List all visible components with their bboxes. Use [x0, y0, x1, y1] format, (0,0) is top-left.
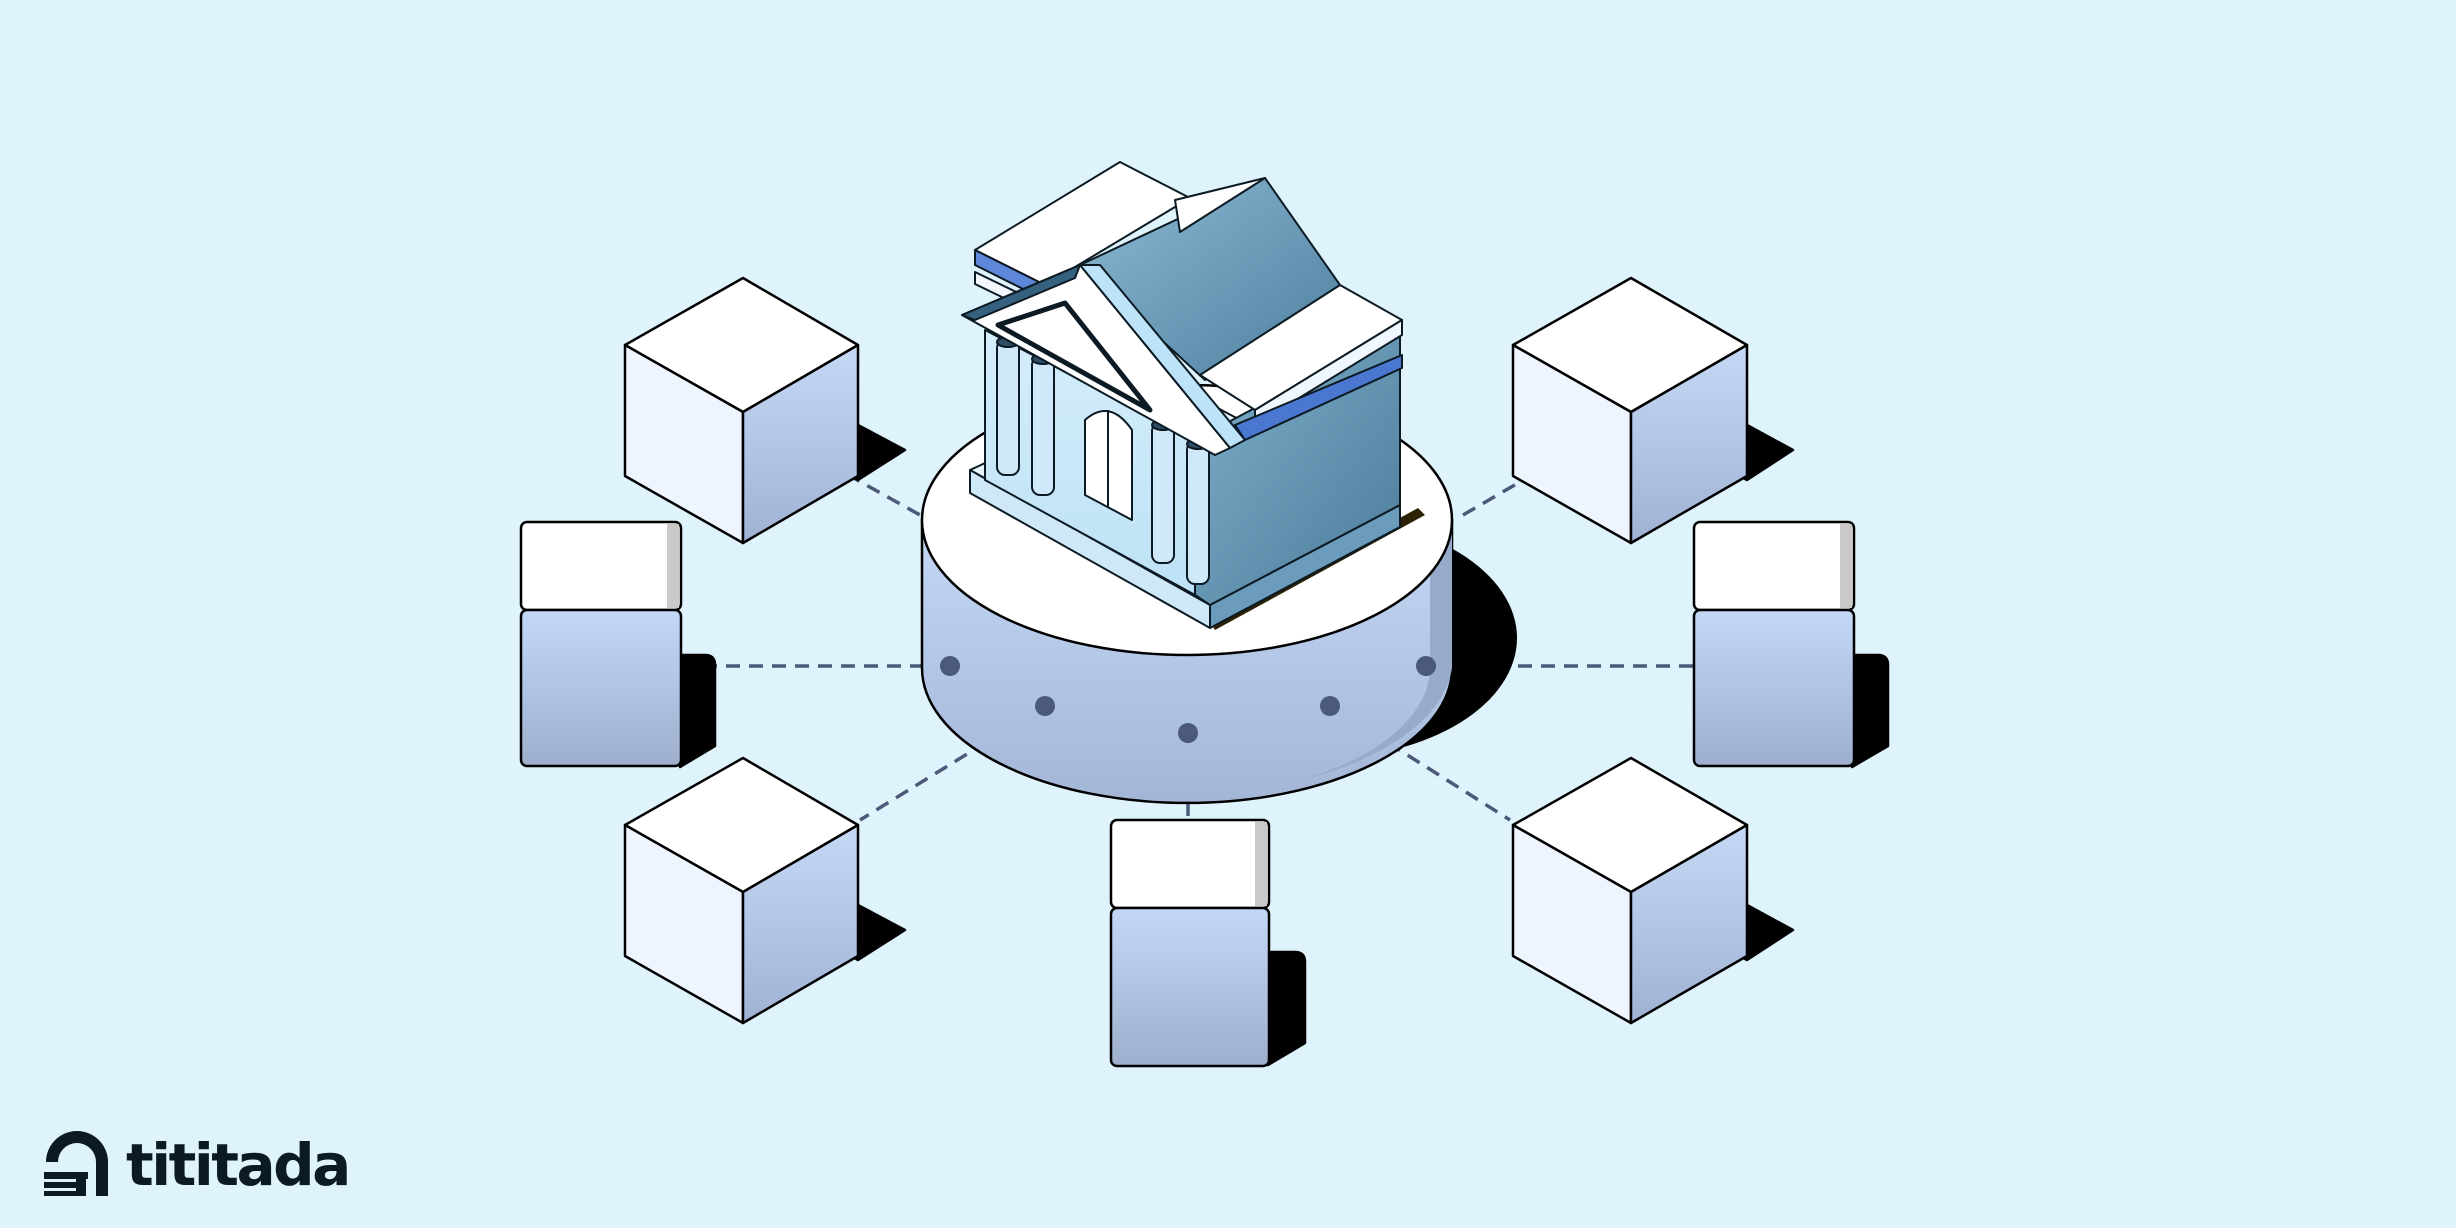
bank-building-icon	[961, 161, 1425, 630]
network-node-cube	[623, 756, 907, 1025]
network-node-cube	[1511, 756, 1795, 1025]
tititada-logo-icon	[44, 1131, 108, 1196]
network-node-server	[519, 520, 717, 769]
brand-name: tititada	[126, 1131, 351, 1199]
connection-dots	[940, 656, 1436, 743]
brand-logo: tititada	[40, 1120, 351, 1210]
network-node-server	[1109, 818, 1307, 1068]
network-node-cube	[1511, 276, 1795, 545]
network-node-server	[1692, 520, 1890, 769]
network-node-cube	[623, 276, 907, 545]
